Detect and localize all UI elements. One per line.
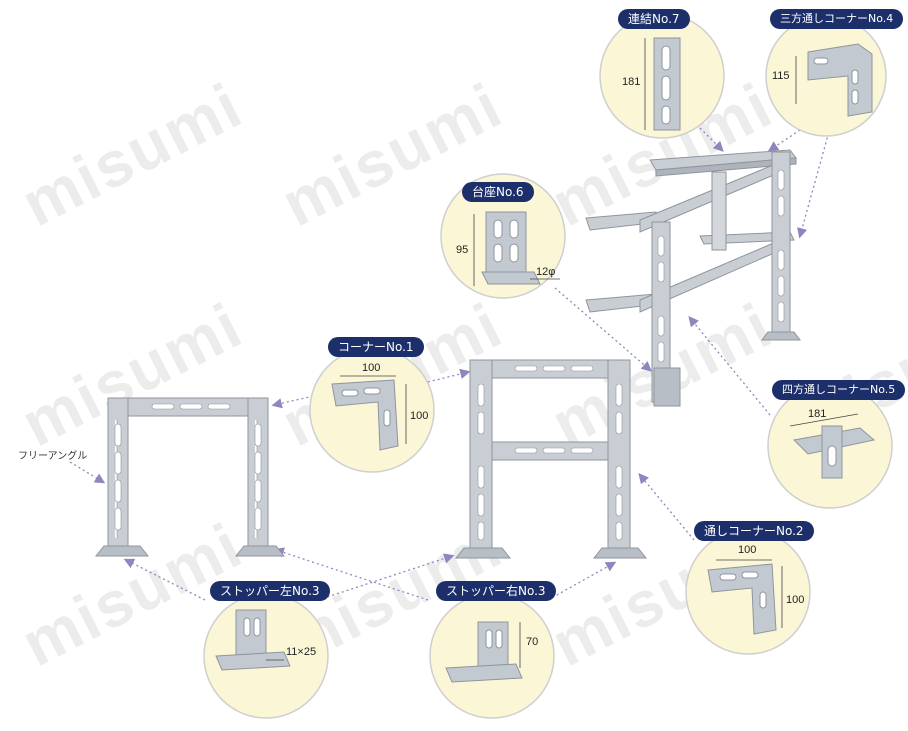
dim-yonpou-width: 181 [808,408,827,420]
badge-renketsu-7: 連結No.7 [618,9,690,29]
badge-tooshi-corner-2: 通しコーナーNo.2 [694,521,814,541]
part-stopper-right [445,621,523,683]
dim-daiza-hole: 12φ [536,266,556,278]
frame-two-level-center [454,359,648,559]
part-yonpou-corner [789,413,876,479]
badge-stopper-right-3: ストッパー右No.3 [436,581,556,601]
badge-sanpou-corner-4: 三方通しコーナーNo.4 [770,9,904,29]
badge-yonpou-corner-5: 四方通しコーナーNo.5 [772,380,906,400]
dim-tooshi-height: 100 [786,594,805,606]
part-daiza [473,211,560,286]
dim-sanpou-height: 115 [772,70,790,82]
leader-arrows [69,127,831,601]
free-angle-label: フリーアングル [18,451,88,462]
dim-tooshi-width: 100 [738,544,757,556]
frame-3d-rack [585,149,801,407]
dim-stopper-left-slot: 11×25 [286,646,317,658]
frame-portal-left [94,397,286,557]
dim-renketsu-height: 181 [622,76,641,88]
part-renketsu [644,37,681,131]
part-corner-1 [331,375,407,451]
badge-corner-1: コーナーNo.1 [328,337,424,357]
dim-corner1-height: 100 [410,410,429,422]
dim-stopper-right-height: 70 [526,636,539,648]
badge-stopper-left-3: ストッパー左No.3 [210,581,330,601]
part-sanpou-corner [795,43,873,117]
dim-corner1-width: 100 [362,362,381,374]
part-tooshi-corner [707,559,783,635]
badge-daiza-6: 台座No.6 [462,182,534,202]
part-stopper-left [215,609,291,671]
dim-daiza-height: 95 [456,244,469,256]
